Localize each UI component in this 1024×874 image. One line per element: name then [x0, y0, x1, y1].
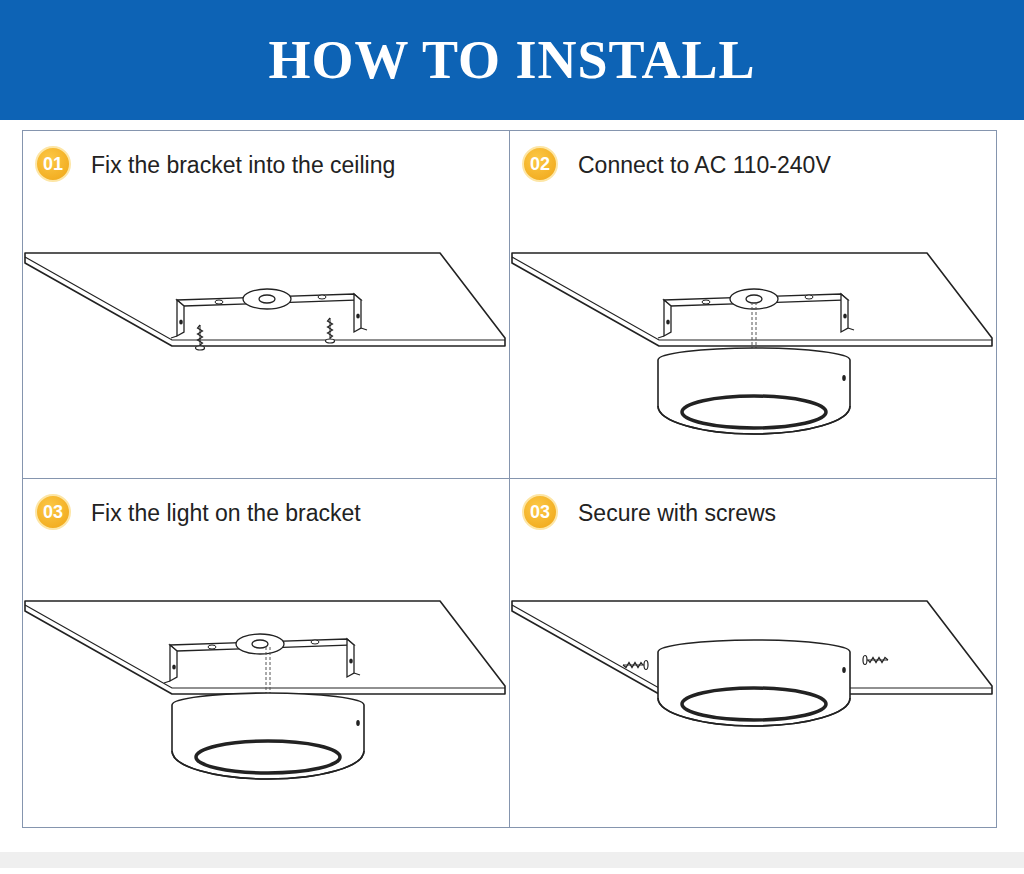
step-number: 01 [43, 154, 63, 174]
step-panel: Fix the light on the bracket 03 [22, 478, 510, 828]
step-caption: Fix the bracket into the ceiling [91, 151, 395, 179]
step-number: 03 [43, 502, 63, 522]
step-caption: Connect to AC 110-240V [578, 151, 831, 179]
screw-icon [196, 325, 205, 350]
mounting-bracket [164, 634, 360, 683]
step-badge: 03 [522, 494, 558, 530]
ceiling-light [172, 693, 364, 779]
ceiling-light [658, 640, 850, 726]
step-caption: Fix the light on the bracket [91, 499, 361, 527]
page-title: HOW TO INSTALL [268, 29, 755, 91]
step-panel: Fix the bracket into the ceiling 01 [22, 130, 510, 479]
ceiling-slab [25, 601, 505, 694]
step-caption: Secure with screws [578, 499, 776, 527]
step-badge: 03 [35, 494, 71, 530]
ceiling-light [658, 348, 850, 434]
screw-icon [623, 661, 648, 670]
ceiling-slab [25, 253, 505, 346]
step-number: 03 [530, 502, 550, 522]
step-panel: Secure with screws 03 [509, 478, 997, 828]
title-banner: HOW TO INSTALL [0, 0, 1024, 120]
screw-icon [863, 656, 888, 665]
step-badge: 01 [35, 146, 71, 182]
step-badge: 02 [522, 146, 558, 182]
screw-icon [326, 318, 335, 343]
step-panel: Connect to AC 110-240V 02 [509, 130, 997, 479]
step-number: 02 [530, 154, 550, 174]
footer-strip [0, 852, 1024, 868]
